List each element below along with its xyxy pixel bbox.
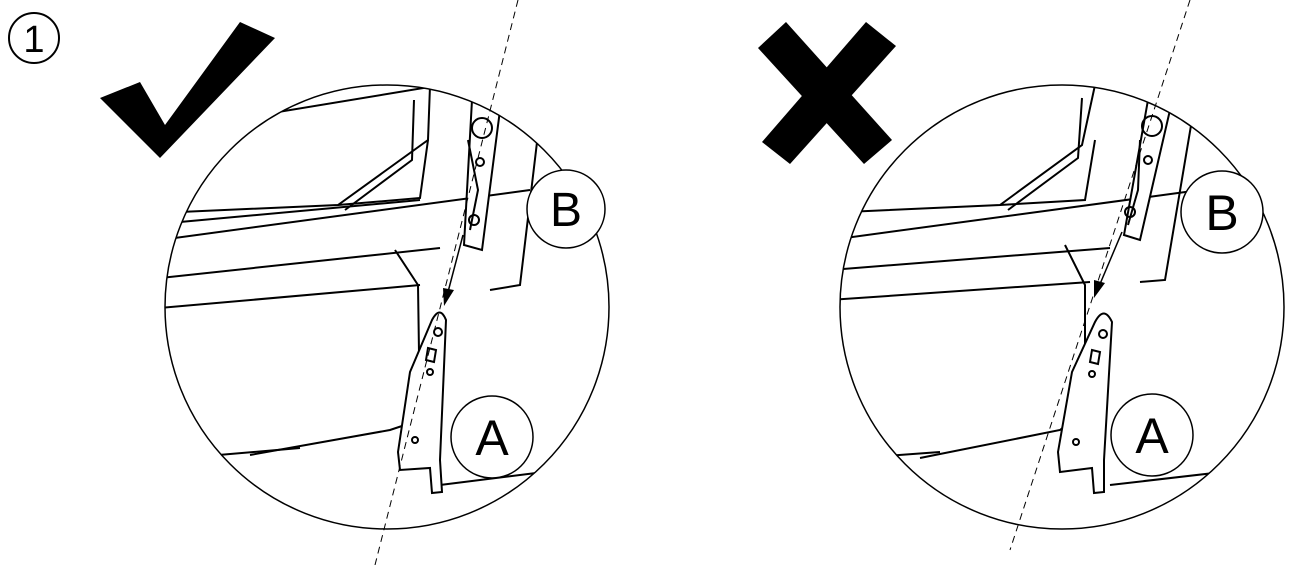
hinge-part-a [396,311,448,495]
detail-circle-incorrect [839,84,1285,530]
hinge-part-b [462,93,502,252]
label-b-wrong: B [1180,170,1264,254]
alignment-axis [374,0,519,565]
hinge-part-a-wrong [1056,312,1114,495]
svg-text:B: B [1205,185,1238,241]
label-a-wrong: A [1110,393,1194,477]
label-b: B [526,169,606,249]
cross-mark-icon [758,22,896,164]
check-mark-icon [100,22,275,158]
detail-circle-correct [164,84,610,530]
svg-text:B: B [550,184,582,237]
insert-arrow-wrong [1094,231,1123,298]
alignment-axis-wrong [1009,0,1191,551]
svg-text:A: A [1135,408,1169,464]
panel-correct: B A [164,0,610,565]
insert-arrow [443,234,464,306]
step-number-badge: 1 [8,12,60,64]
hinge-part-b-wrong [1122,93,1172,242]
label-a: A [450,395,534,479]
panel-incorrect: B A [839,0,1285,551]
step-number: 1 [23,19,44,61]
svg-text:A: A [475,410,509,466]
